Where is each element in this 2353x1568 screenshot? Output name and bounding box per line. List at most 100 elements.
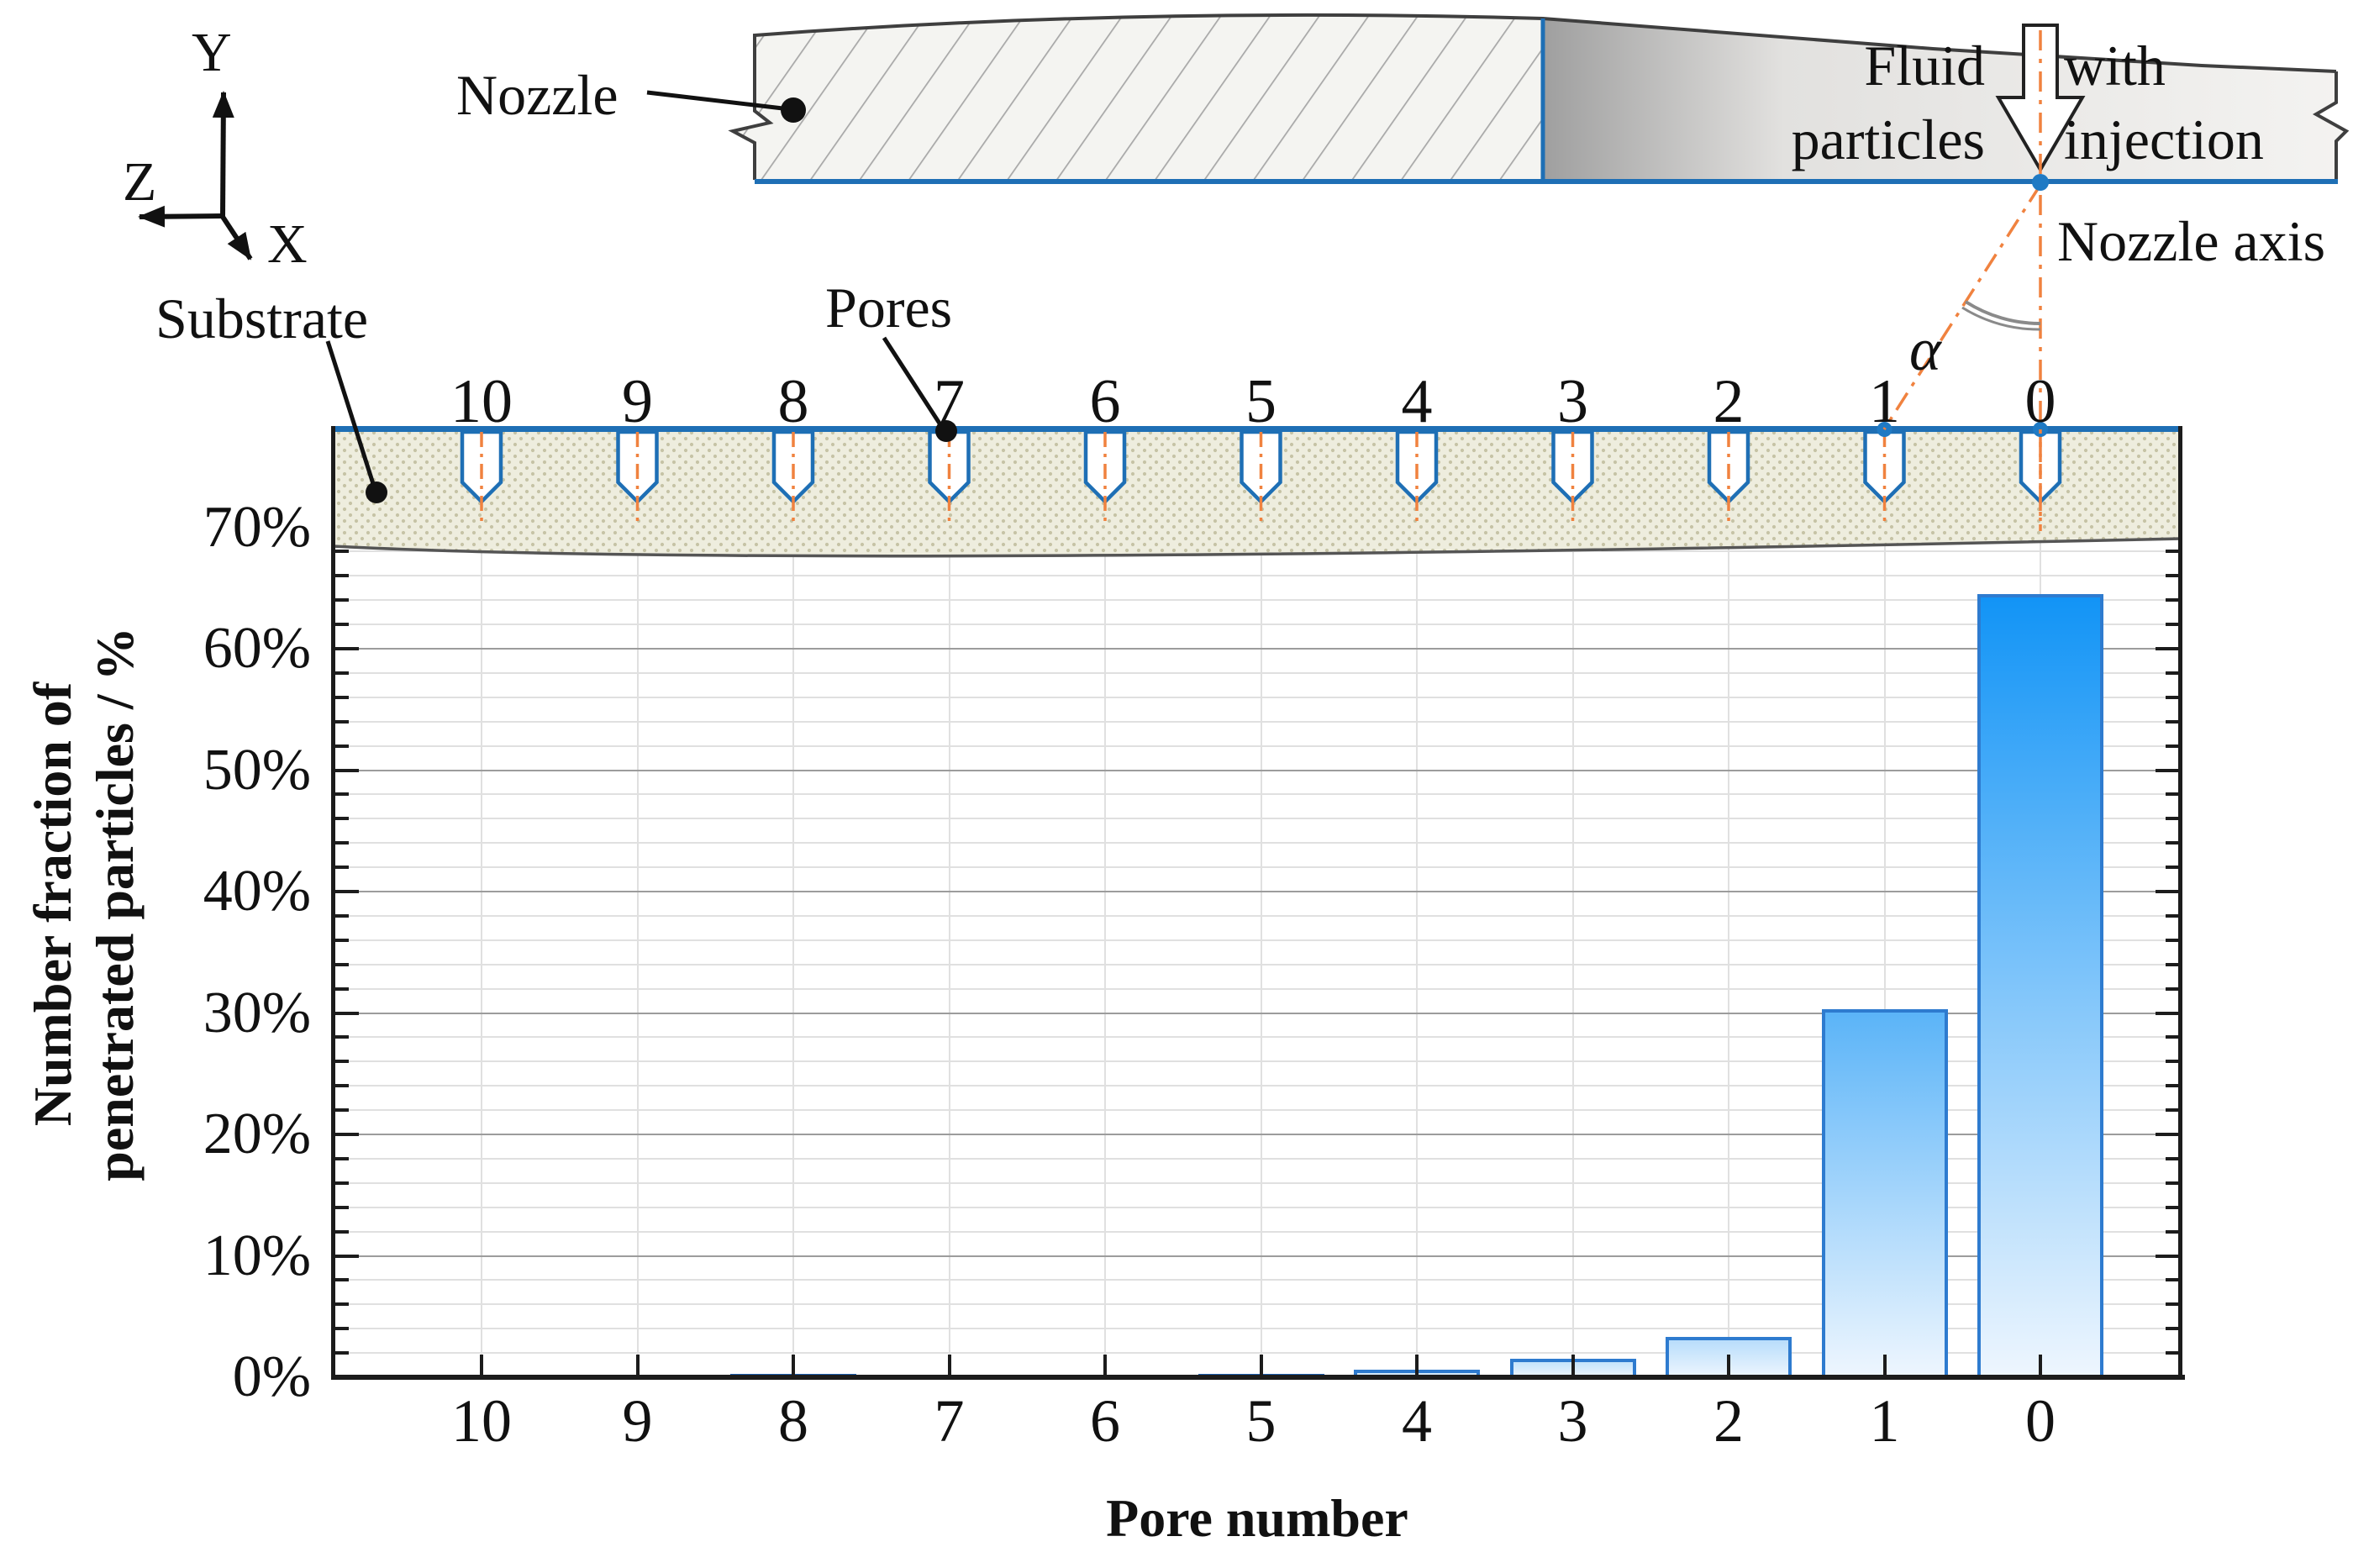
y-tick-right [2166,1205,2179,1209]
y-tick-right [2166,1181,2179,1185]
h-gridline-minor [334,1352,2181,1355]
v-gridline [1104,431,1106,1377]
pores-group [460,422,2062,528]
y-axis-arrow [212,91,234,218]
y-tick-left [335,744,349,748]
nozzle-body [728,13,2350,184]
v-gridline [792,431,794,1377]
h-gridline-minor [334,818,2181,820]
y-tick-left [335,623,349,627]
x-tick-label: 3 [1557,1387,1588,1455]
x-tick-label: 1 [1869,1387,1900,1455]
y-tick-left [335,768,359,772]
y-tick-right [2166,1302,2179,1307]
x-tick [635,1355,640,1375]
y-tick-right [2166,744,2179,748]
fluid-particles-label: Fluid particles [1792,29,1985,176]
h-gridline-minor [334,866,2181,869]
y-tick-label: 60% [203,616,311,681]
z-axis-label: Z [123,151,157,213]
y-tick-right [2166,913,2179,918]
x-tick-label: 0 [2025,1387,2056,1455]
h-gridline-minor [334,1036,2181,1039]
h-gridline-minor [334,1109,2181,1112]
y-tick-right [2166,1035,2179,1039]
h-gridline-minor [334,914,2181,917]
y-tick-right [2166,1229,2179,1234]
y-tick-right [2156,1011,2179,1015]
h-gridline-minor [334,624,2181,626]
y-tick-left [335,1205,349,1209]
y-tick-left [335,817,349,821]
y-tick-right [2166,695,2179,699]
y-tick-left [335,1254,359,1258]
injection-label-line2: injection [2064,108,2264,171]
y-tick-right [2166,817,2179,821]
h-gridline-minor [334,963,2181,966]
x-tick [1727,1355,1730,1375]
x-tick-label: 5 [1245,1387,1277,1455]
y-tick-right [2166,1278,2179,1282]
x-tick [947,1355,951,1375]
injection-arrow [1995,24,2086,173]
y-tick-right [2166,1060,2179,1064]
y-tick-left [335,1229,349,1234]
x-tick [2039,1355,2042,1375]
nozzle-label: Nozzle [456,63,619,127]
y-tick-left [335,1133,359,1136]
y-tick-left [335,1302,349,1307]
bar-pore-1 [1821,1009,1948,1377]
nozzle-leader-line [646,90,791,112]
x-tick-label: 6 [1090,1387,1120,1455]
pores-leader-line [882,336,945,430]
x-tick-label: 2 [1713,1387,1744,1455]
y-tick-left [335,1278,349,1282]
x-axis-title: Pore number [1106,1488,1408,1548]
pore-number-label: 5 [1245,367,1277,436]
h-gridline-minor [334,1303,2181,1306]
angle-arc [1961,300,2041,331]
h-gridline-minor [334,1230,2181,1233]
y-tick-right [2166,1351,2179,1355]
y-tick-right [2166,987,2179,991]
x-tick [1415,1355,1419,1375]
spray-boundary-line [1882,184,2042,430]
pore-number-label: 4 [1401,367,1433,436]
v-gridline [948,431,950,1377]
nozzle-axis-label: Nozzle axis [2057,209,2326,273]
y-tick-left [335,913,349,918]
h-gridline-minor [334,793,2181,796]
alpha-angle-label: α [1909,316,1941,383]
h-gridline-minor [334,1060,2181,1063]
x-tick-label: 10 [451,1387,512,1455]
v-gridline [1883,431,1886,1377]
h-gridline-minor [334,696,2181,698]
nozzle-exit-dot [2032,174,2049,191]
y-tick-right [2166,1108,2179,1113]
y-tick-right [2166,574,2179,578]
pore-number-label: 7 [934,367,965,436]
x-tick-label: 8 [778,1387,808,1455]
nozzle-bottom-line [755,179,2338,184]
pore-number-label: 2 [1713,367,1745,436]
y-tick-left [335,695,349,699]
z-axis-arrow [138,205,224,228]
y-tick-left [335,1060,349,1064]
leader-lines [325,90,957,503]
y-tick-left [335,987,349,991]
y-tick-left [335,866,349,870]
x-tick [792,1355,795,1375]
x-tick [480,1355,483,1375]
h-gridline-major [334,1255,2181,1257]
y-tick-right [2166,719,2179,723]
bar-pore-0 [1977,594,2103,1377]
y-tick-left [335,1084,349,1088]
y-tick-right [2166,1327,2179,1331]
y-tick-right [2166,598,2179,602]
v-gridline [481,431,482,1377]
fluid-label-line1: Fluid [1864,34,1985,97]
v-gridline [1416,431,1418,1377]
